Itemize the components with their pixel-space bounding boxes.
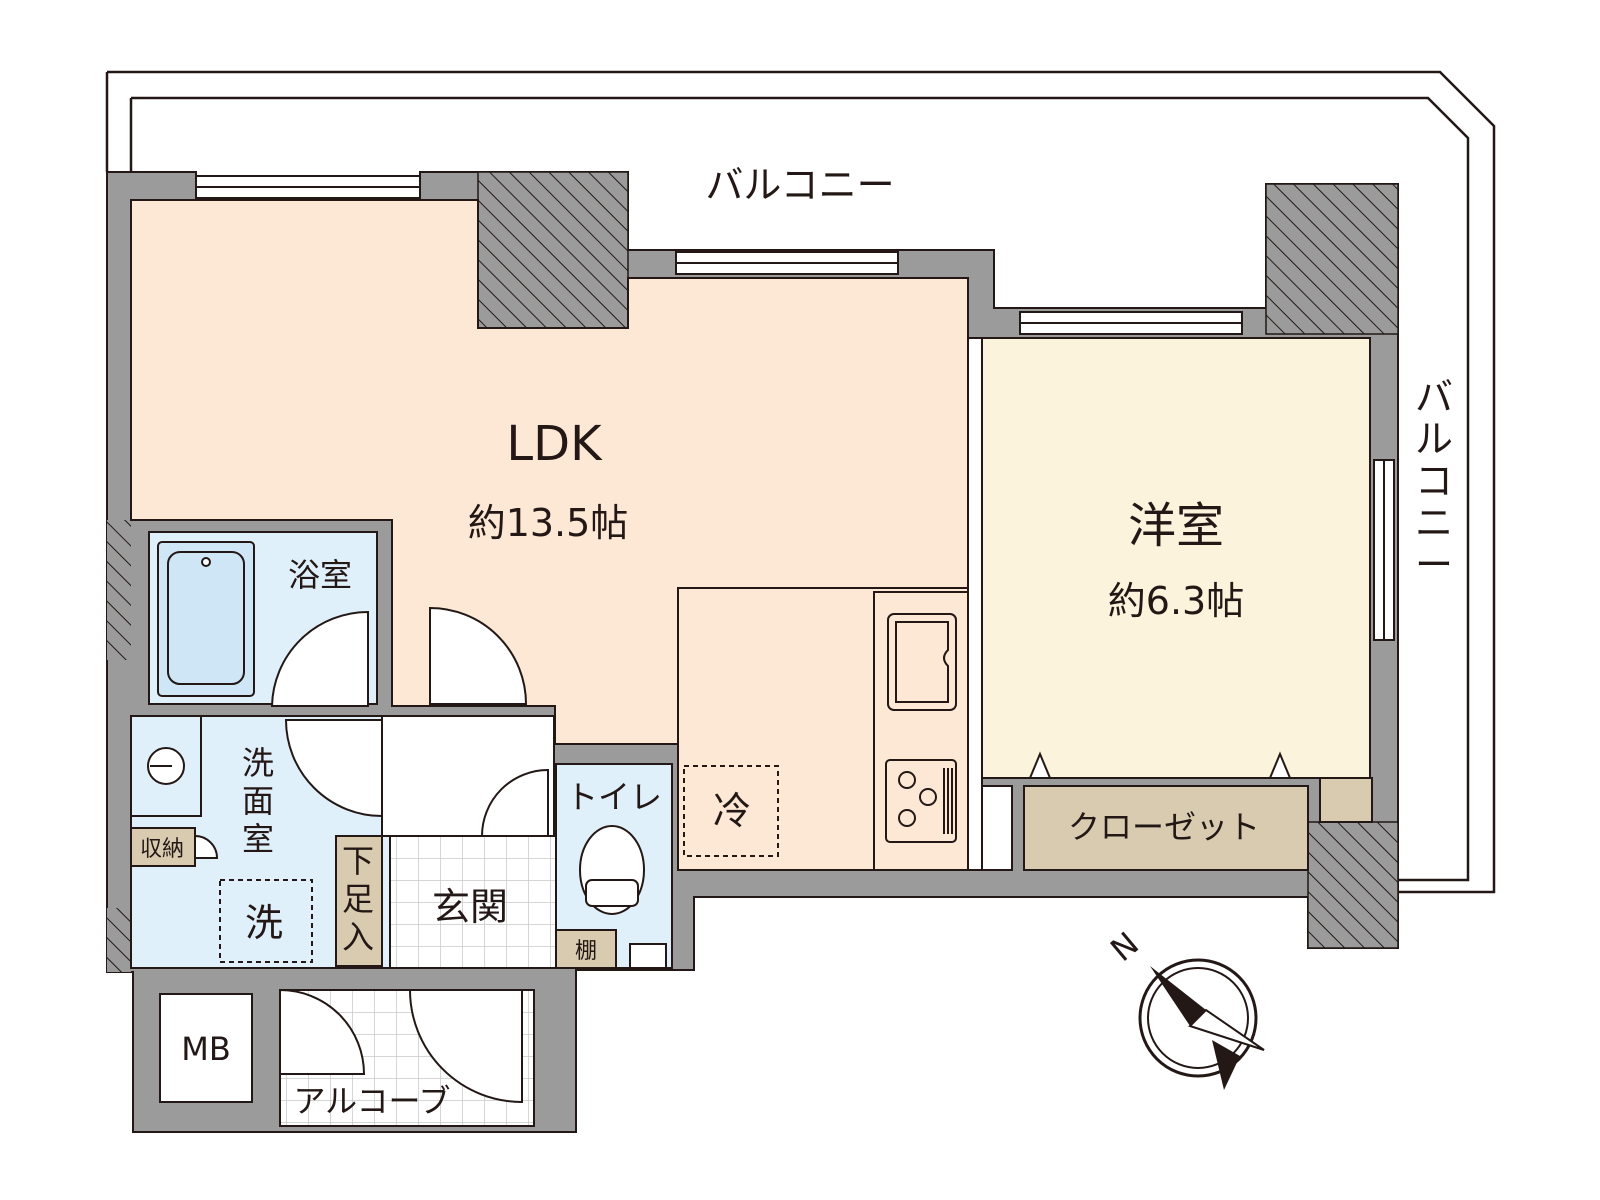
entrance-door-icon (408, 989, 523, 1104)
closet-door-icon (1028, 751, 1292, 779)
windows (195, 175, 1395, 641)
toilet-label: トイレ (566, 778, 662, 816)
shelf (555, 929, 617, 969)
wash-door-icon (284, 719, 383, 818)
shoe-label-3: 入 (342, 918, 374, 956)
closet-label: クローゼット (1068, 808, 1260, 846)
balcony-right-2: ル (1415, 417, 1453, 461)
balcony-right-1: バ (1415, 375, 1453, 419)
balcony-outline (105, 70, 1496, 894)
washer-label: 洗 (245, 901, 283, 945)
fridge-label: 冷 (713, 789, 751, 833)
storage-door-icon (194, 834, 219, 859)
wall-hatch-left-lower (107, 908, 131, 972)
wall-hatch-left (107, 520, 131, 660)
mb-label: MB (181, 1030, 231, 1068)
washer-space (219, 879, 313, 963)
shoe-label-1: 下 (342, 842, 374, 880)
washroom-label-1: 洗 (242, 744, 274, 782)
balcony-top-label: バルコニー (705, 163, 894, 207)
toilet-icon (579, 825, 645, 915)
balcony-right-5: ー (1415, 543, 1453, 587)
closet-pillar (981, 785, 1013, 871)
washroom-label-3: 室 (242, 820, 274, 858)
shoe-label-2: 足 (342, 880, 374, 918)
closet-small (1319, 777, 1373, 823)
fridge-space (683, 765, 779, 857)
room-entrance (389, 835, 557, 969)
shoe-cabinet (335, 835, 383, 967)
compass-icon: N (1103, 925, 1265, 1090)
mb-door-icon (279, 988, 366, 1075)
toilet-door-icon (480, 768, 549, 837)
toilet-tank (629, 943, 667, 969)
washbasin-icon (147, 747, 185, 785)
shelf-label: 棚 (575, 939, 597, 964)
wall-ldk-western (967, 337, 983, 871)
balcony-right-4: ニ (1415, 501, 1453, 545)
western-size: 約6.3帖 (1108, 579, 1244, 623)
western-name: 洋室 (1128, 498, 1224, 554)
alcove-label: アルコーブ (293, 1082, 450, 1120)
ldk-name: LDK (506, 416, 603, 472)
wall-hatch-top-right (1265, 183, 1399, 335)
closet (1023, 785, 1309, 871)
washroom-label-2: 面 (242, 782, 274, 820)
bath-label: 浴室 (288, 556, 352, 594)
sink-icon (887, 613, 957, 711)
compass-north-label: N (1103, 925, 1146, 969)
stove-icon (885, 759, 957, 843)
room-western (981, 337, 1371, 779)
storage-label: 収納 (140, 837, 184, 862)
ldk-size: 約13.5帖 (468, 501, 629, 545)
mb-box (159, 993, 253, 1103)
wall-hatch-top-center (477, 171, 629, 329)
bathtub-icon (157, 541, 255, 697)
entrance-label: 玄関 (432, 885, 508, 929)
wall-hatch-bottom-right (1307, 821, 1399, 949)
ldk-door-icon (429, 606, 528, 705)
balcony-right-3: コ (1415, 459, 1453, 503)
bath-door-icon (270, 610, 369, 707)
